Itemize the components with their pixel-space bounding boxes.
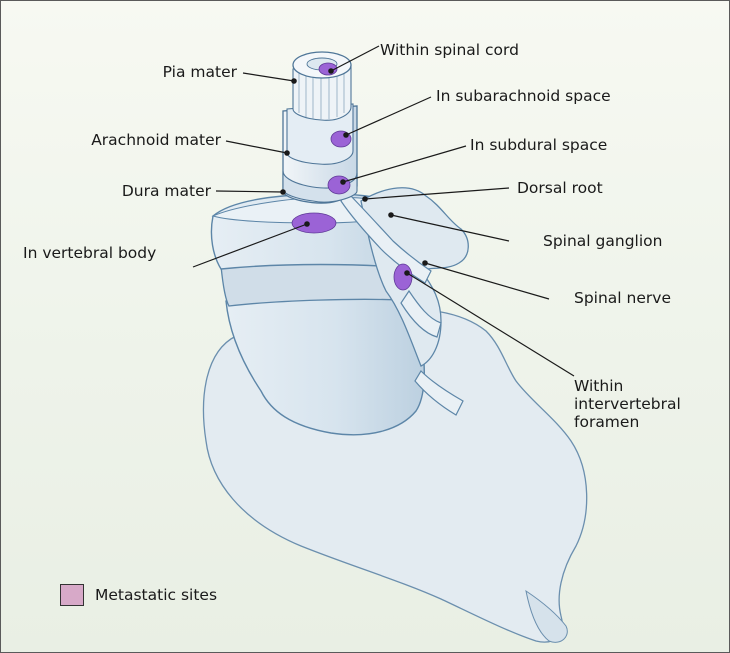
legend-label: Metastatic sites: [95, 586, 217, 604]
label-within-spinal-cord: Within spinal cord: [380, 41, 519, 59]
label-spinal-nerve: Spinal nerve: [574, 289, 671, 307]
label-spinal-ganglion: Spinal ganglion: [543, 232, 662, 250]
metastasis-foramen: [394, 264, 412, 290]
label-dura-mater: Dura mater: [61, 182, 211, 200]
legend-swatch: [60, 584, 84, 606]
metastasis-subdural: [328, 176, 350, 194]
label-within-intervertebral-foramen: Within intervertebral foramen: [574, 377, 684, 431]
label-in-subarachnoid-space: In subarachnoid space: [436, 87, 611, 105]
label-foramen-line-2: intervertebral: [574, 395, 684, 413]
label-dorsal-root: Dorsal root: [517, 179, 603, 197]
metastasis-vertebral-body: [292, 213, 336, 233]
label-in-subdural-space: In subdural space: [470, 136, 607, 154]
label-pia-mater: Pia mater: [121, 63, 237, 81]
label-foramen-line-3: foramen: [574, 413, 684, 431]
label-in-vertebral-body: In vertebral body: [23, 244, 156, 262]
label-foramen-line-1: Within: [574, 377, 684, 395]
label-arachnoid-mater: Arachnoid mater: [41, 131, 221, 149]
